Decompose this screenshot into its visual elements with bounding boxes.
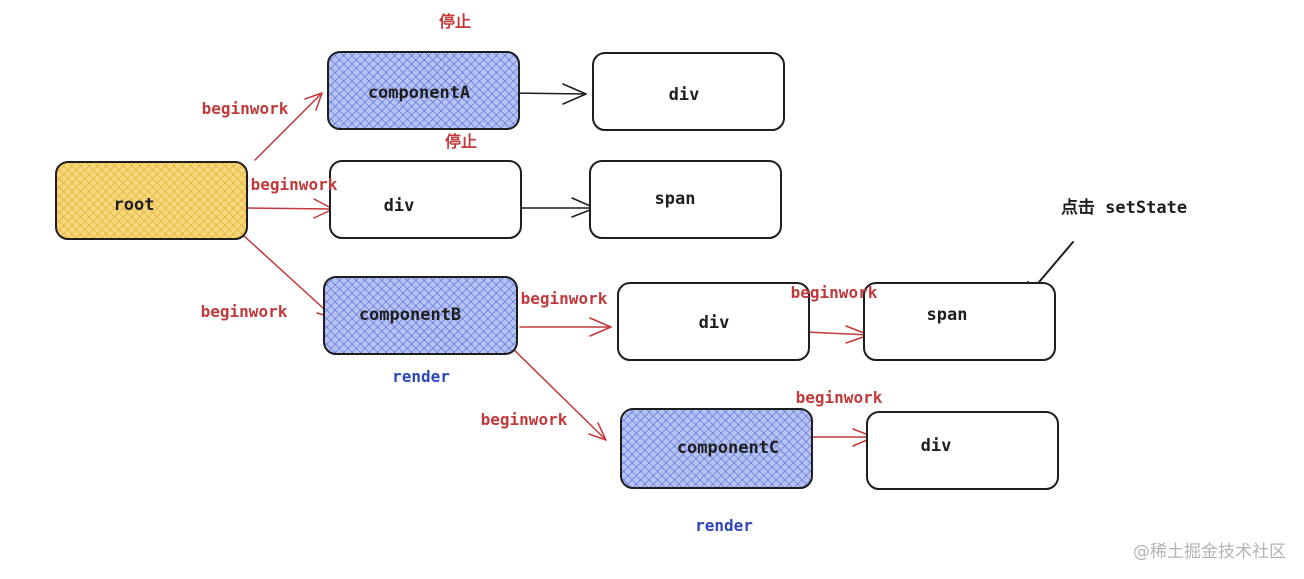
node-root-label: root xyxy=(114,195,155,215)
annotations: 停止 停止 beginwork beginwork beginwork begi… xyxy=(201,12,1187,535)
node-div-a: div xyxy=(592,52,785,131)
node-div-c: div xyxy=(866,411,1059,490)
label-render-componentC: render xyxy=(695,516,753,535)
arrow-root-to-div xyxy=(246,198,334,219)
label-beginwork-to-componentC: beginwork xyxy=(481,410,568,429)
node-componentA-label: componentA xyxy=(368,83,470,103)
node-span-mid-label: span xyxy=(655,189,696,209)
node-div-b: div xyxy=(617,282,810,361)
node-componentC: componentC xyxy=(620,408,813,489)
node-span-b-label: span xyxy=(927,305,968,325)
label-beginwork-to-div: beginwork xyxy=(251,175,338,194)
label-render-componentB: render xyxy=(392,367,450,386)
node-componentC-label: componentC xyxy=(677,438,779,458)
arrows xyxy=(231,83,1074,447)
watermark: @稀土掘金技术社区 xyxy=(1133,542,1286,562)
node-componentA: componentA xyxy=(327,51,520,130)
arrow-divB-to-spanB xyxy=(805,325,870,344)
node-span-b: span xyxy=(863,282,1056,361)
label-beginwork-componentC-to-div: beginwork xyxy=(796,388,883,407)
arrow-componentA-to-div xyxy=(509,83,587,105)
arrow-componentB-to-componentC xyxy=(505,341,607,441)
node-div-a-label: div xyxy=(669,85,700,105)
arrow-componentC-to-div xyxy=(804,428,875,447)
label-click-setstate: 点击 setState xyxy=(1061,197,1187,218)
node-componentB-label: componentB xyxy=(359,305,461,325)
node-div-mid-label: div xyxy=(384,196,415,216)
node-div-c-label: div xyxy=(921,436,952,456)
arrow-componentB-to-div xyxy=(519,317,612,337)
node-componentB: componentB xyxy=(323,276,518,355)
node-div-b-label: div xyxy=(699,313,730,333)
arrow-root-to-componentA xyxy=(254,92,323,161)
node-span-mid: span xyxy=(589,160,782,239)
node-root: root xyxy=(55,161,248,240)
label-beginwork-to-componentA: beginwork xyxy=(202,99,289,118)
label-beginwork-to-componentB: beginwork xyxy=(201,302,288,321)
label-beginwork-componentB-to-div: beginwork xyxy=(521,289,608,308)
label-stop-mid: 停止 xyxy=(445,132,477,151)
node-div-mid: div xyxy=(329,160,522,239)
label-beginwork-div-to-span: beginwork xyxy=(791,283,878,302)
label-stop-top: 停止 xyxy=(439,12,471,31)
